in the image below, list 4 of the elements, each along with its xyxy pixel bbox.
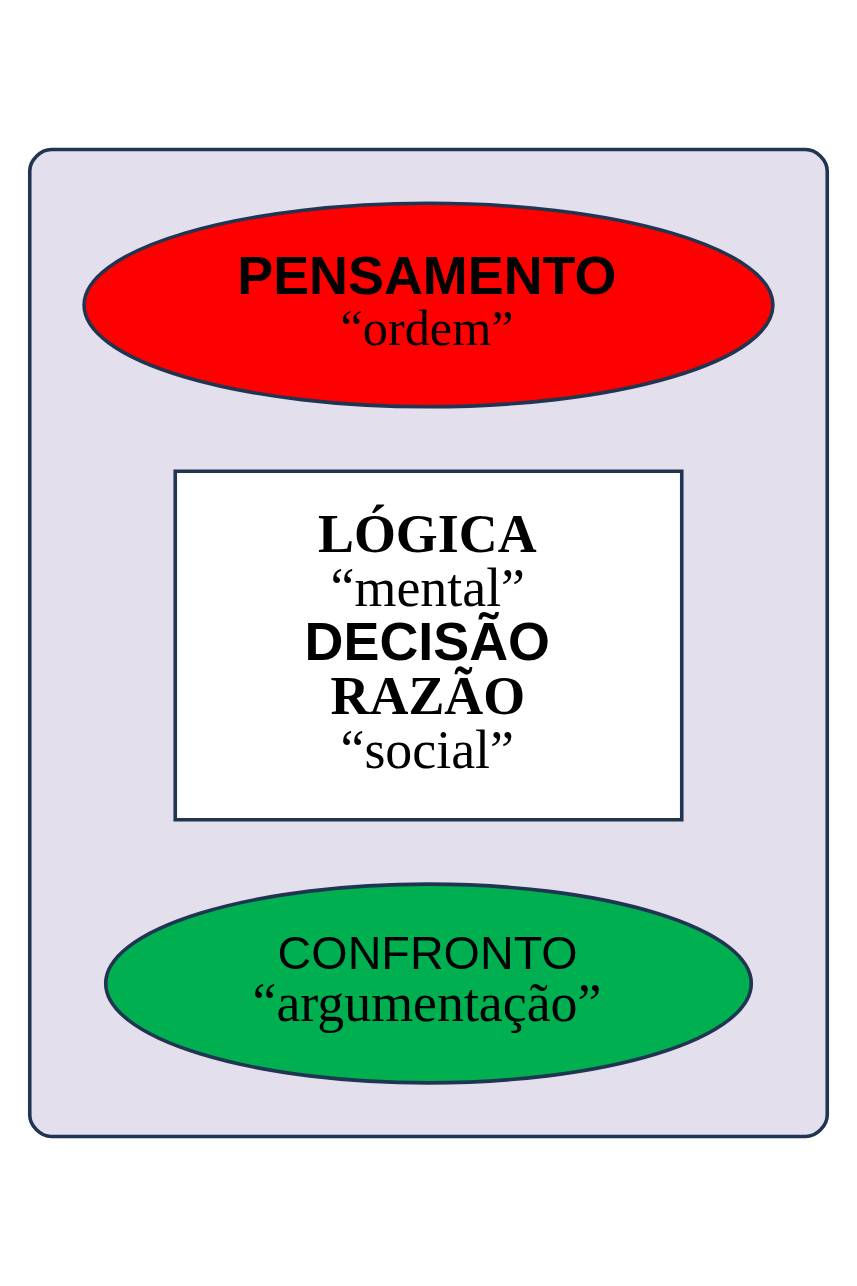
cluster <box>27 147 830 1139</box>
node-box: LÓGICA “mental” DECISÃO RAZÃO “social” <box>173 469 684 822</box>
node-ellipse: CONFRONTO “argumentação” <box>103 882 754 1085</box>
node-ellipse: PENSAMENTO “ordem” <box>82 201 775 409</box>
